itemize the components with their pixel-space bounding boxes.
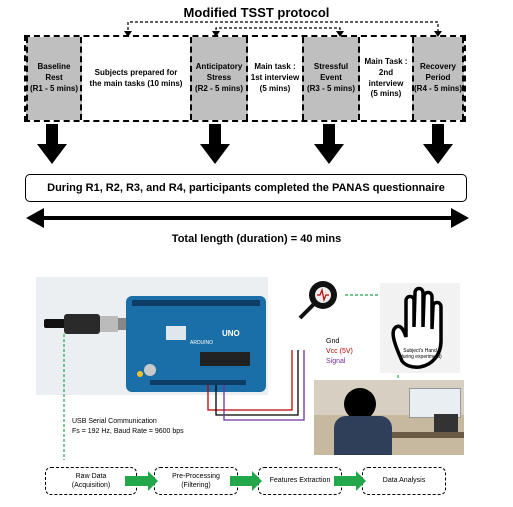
protocol-title: Modified TSST protocol xyxy=(183,5,330,20)
down-arrow-icon xyxy=(314,124,344,164)
experiment-photo xyxy=(314,380,464,455)
down-arrow-icon xyxy=(423,124,453,164)
down-arrow-icon xyxy=(37,124,67,164)
arrow-right-icon xyxy=(334,471,366,491)
stage-baseline-rest: Baseline Rest (R1 - 5 mins) xyxy=(26,37,82,120)
usb-comm-label: USB Serial Communication xyxy=(72,418,157,425)
stage-preparation: Subjects prepared for the main tasks (10… xyxy=(89,67,183,88)
stage-stressful-event: Stressful Event (R3 - 5 mins) xyxy=(302,37,360,120)
pin-signal: Signal xyxy=(326,358,346,365)
laptop-icon xyxy=(434,414,458,432)
pin-gnd: Gnd xyxy=(326,338,339,345)
pin-vcc: Vcc (5V) xyxy=(326,348,353,355)
pipeline-features: Features Extraction xyxy=(258,467,342,495)
pipeline-analysis: Data Analysis xyxy=(362,467,446,495)
protocol-timeline: Baseline Rest (R1 - 5 mins) Subjects pre… xyxy=(24,35,466,122)
down-arrow-icon xyxy=(200,124,230,164)
pulse-sensor-icon xyxy=(298,281,337,320)
board-sublabel: ARDUINO xyxy=(190,340,213,346)
arrow-right-icon xyxy=(230,471,262,491)
stage-first-interview: Main task : 1st interview (5 mins) xyxy=(250,62,300,93)
hand-label: Subject's Hand (during experiment) xyxy=(398,348,442,360)
arduino-board-icon xyxy=(126,296,266,392)
pipeline-raw-data: Raw Data (Acquisition) xyxy=(45,467,137,495)
down-arrows xyxy=(37,124,453,164)
hand-panel xyxy=(380,283,460,373)
total-duration: Total length (duration) = 40 mins xyxy=(171,233,342,245)
window-icon xyxy=(409,388,461,418)
stage-second-interview: Main Task : 2nd interview (5 mins) xyxy=(364,56,408,99)
panas-note: During R1, R2, R3, and R4, participants … xyxy=(25,174,467,202)
protocol-connectors xyxy=(124,21,442,37)
desk-icon xyxy=(392,432,464,438)
stage-recovery-period: Recovery Period (R4 - 5 mins) xyxy=(412,37,464,120)
usb-rate-label: Fs = 192 Hz, Baud Rate = 9600 bps xyxy=(72,428,184,435)
duration-arrow-icon xyxy=(26,208,469,228)
usb-cable-icon xyxy=(44,314,130,334)
pipeline-arrows xyxy=(125,471,366,491)
subject-body xyxy=(334,416,392,455)
arrow-right-icon xyxy=(125,471,158,491)
hardware-setup: UNO ARDUINO Gnd Vcc (5V) Signal xyxy=(44,281,415,460)
stage-anticipatory-stress: Anticipatory Stress (R2 - 5 mins) xyxy=(190,37,248,120)
board-label: UNO xyxy=(222,329,240,338)
hand-icon xyxy=(391,286,443,369)
subject-head xyxy=(344,388,376,420)
